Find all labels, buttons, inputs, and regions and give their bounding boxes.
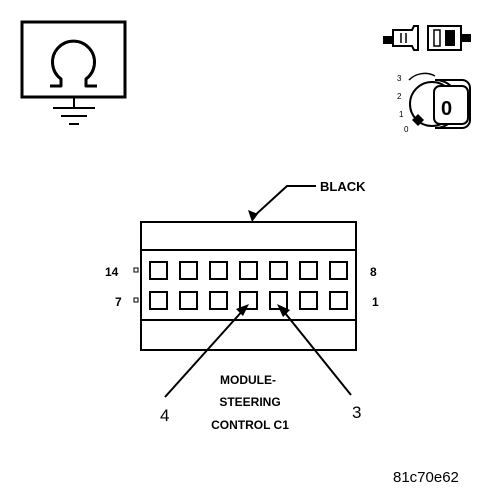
cavity-8 xyxy=(329,261,348,280)
cavity-11 xyxy=(239,261,258,280)
disconnected-connector-icon xyxy=(383,25,471,51)
ignition-position-2: 2 xyxy=(397,92,402,101)
cavity-10 xyxy=(269,261,288,280)
connector-cavities xyxy=(149,261,348,310)
ignition-position-1: 1 xyxy=(399,110,404,119)
cavity-callout-4: 4 xyxy=(160,304,249,425)
pin-label-7: 7 xyxy=(115,295,122,309)
cavity-9 xyxy=(299,261,318,280)
cavity-3 xyxy=(269,291,288,310)
connector-name-line2: STEERING xyxy=(219,395,280,409)
connector-color-label: BLACK xyxy=(320,179,366,194)
cavity-7 xyxy=(149,291,168,310)
cavity-14 xyxy=(149,261,168,280)
connector-face xyxy=(140,221,357,351)
ignition-key-label: 0 xyxy=(441,98,452,120)
wire-color-callout: BLACK xyxy=(248,179,366,222)
pin-label-8: 8 xyxy=(370,265,377,279)
pin-label-1: 1 xyxy=(372,295,379,309)
cavity-callout-3: 3 xyxy=(277,304,361,422)
ignition-key-off-icon: 3 2 1 0 0 xyxy=(397,72,471,134)
connector-name-line1: MODULE- xyxy=(220,373,276,387)
connector-name-line3: CONTROL C1 xyxy=(211,418,289,432)
pin-label-14: 14 xyxy=(105,265,119,279)
ignition-position-0: 0 xyxy=(404,125,409,134)
callout-label-3: 3 xyxy=(352,403,361,422)
figure-id: 81c70e62 xyxy=(393,469,459,486)
cavity-4 xyxy=(239,291,258,310)
callout-label-4: 4 xyxy=(160,406,169,425)
ignition-position-3: 3 xyxy=(397,74,402,83)
cavity-2 xyxy=(299,291,318,310)
cavity-1 xyxy=(329,291,348,310)
ohmmeter-ground-icon xyxy=(20,20,127,125)
cavity-12 xyxy=(209,261,228,280)
cavity-5 xyxy=(209,291,228,310)
cavity-6 xyxy=(179,291,198,310)
cavity-13 xyxy=(179,261,198,280)
